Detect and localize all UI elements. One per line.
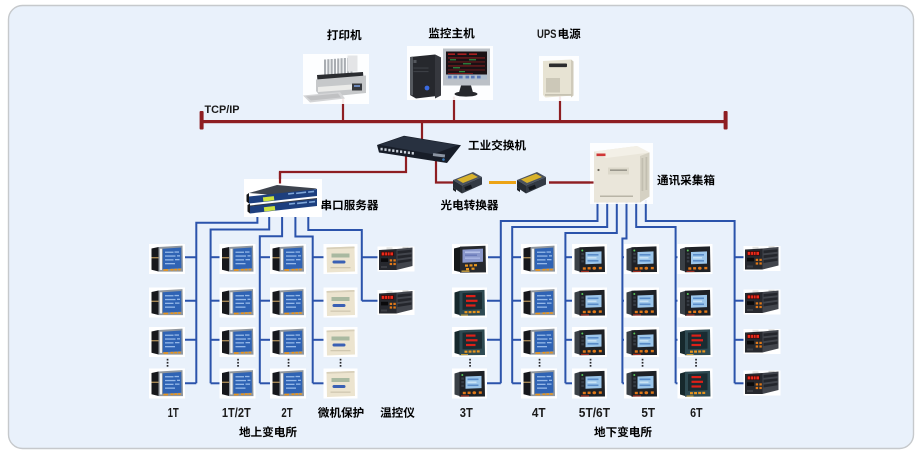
- svg-text:1T: 1T: [168, 405, 179, 420]
- svg-text:5T/6T: 5T/6T: [579, 405, 610, 420]
- svg-text:TCP/IP: TCP/IP: [205, 104, 240, 116]
- svg-text:5T: 5T: [641, 405, 655, 420]
- svg-text:6T: 6T: [690, 405, 703, 420]
- svg-text:4T: 4T: [532, 405, 546, 420]
- svg-text:UPS: UPS: [537, 27, 557, 41]
- svg-text:2T: 2T: [281, 405, 292, 420]
- svg-text:3T: 3T: [460, 405, 473, 420]
- svg-text:1T/2T: 1T/2T: [222, 405, 251, 420]
